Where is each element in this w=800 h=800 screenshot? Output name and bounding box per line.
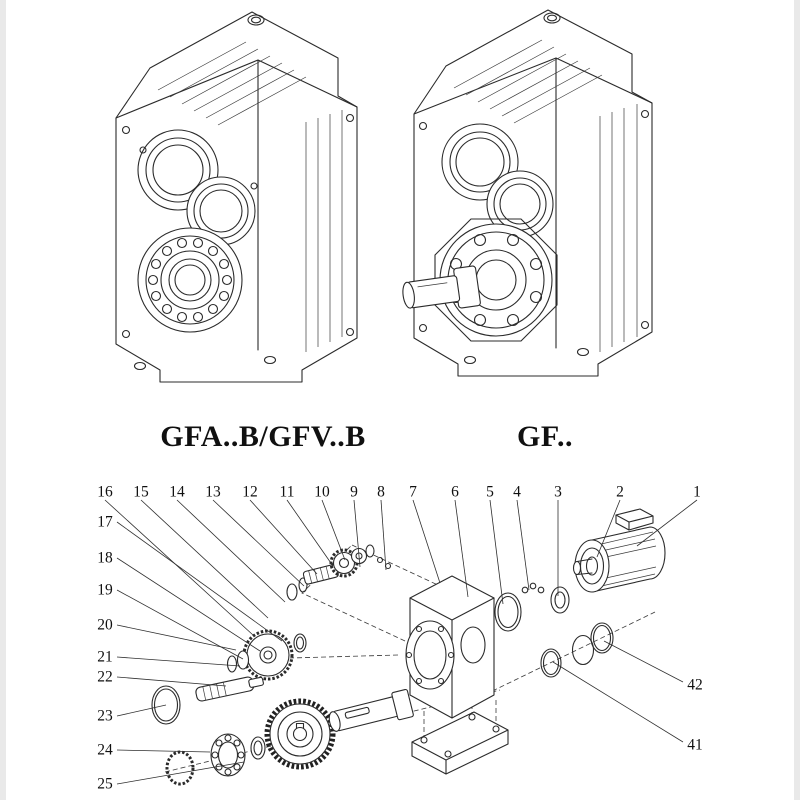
seal-ring-part <box>151 685 181 725</box>
model-label-left: GFA..B/GFV..B <box>160 420 366 453</box>
callout-5: 5 <box>486 483 494 501</box>
gearbox-left-drawing <box>115 11 358 383</box>
model-label-right: GF.. <box>517 420 573 453</box>
callout-41: 41 <box>687 736 703 754</box>
callout-7: 7 <box>409 483 417 501</box>
callout-20: 20 <box>97 616 113 634</box>
callout-8: 8 <box>377 483 385 501</box>
scan-edge-left <box>0 0 6 800</box>
input-bearing-part <box>550 586 570 614</box>
exploded-view-drawing <box>151 508 666 786</box>
callout-17: 17 <box>97 513 113 531</box>
callout-24: 24 <box>97 741 113 759</box>
callout-19: 19 <box>97 581 113 599</box>
input-shaft-parts <box>286 544 392 601</box>
callout-1: 1 <box>693 483 701 501</box>
output-bearing-parts <box>165 733 266 786</box>
callout-16: 16 <box>97 483 113 501</box>
callout-6: 6 <box>451 483 459 501</box>
output-shaft-part <box>328 688 414 732</box>
callout-9: 9 <box>350 483 358 501</box>
callout-21: 21 <box>97 648 113 666</box>
callout-12: 12 <box>242 483 258 501</box>
lifting-eye-hole <box>543 12 561 24</box>
callout-18: 18 <box>97 549 113 567</box>
housing-part <box>405 575 495 719</box>
output-shaft <box>402 265 481 309</box>
spacer-ring-parts <box>540 622 614 678</box>
callout-3: 3 <box>554 483 562 501</box>
scan-edge-right <box>794 0 800 800</box>
callout-4: 4 <box>513 483 521 501</box>
callout-10: 10 <box>314 483 330 501</box>
callout-leader-lines <box>104 499 698 785</box>
gearbox-right-drawing <box>402 9 653 377</box>
callout-11: 11 <box>279 483 295 501</box>
callout-42: 42 <box>687 676 703 694</box>
callout-15: 15 <box>133 483 149 501</box>
callout-13: 13 <box>205 483 221 501</box>
callout-23: 23 <box>97 707 113 725</box>
bolt-parts <box>521 582 545 594</box>
motor-part <box>572 508 666 593</box>
splined-shaft-part <box>195 676 264 702</box>
output-gear-part <box>264 698 336 770</box>
cover-plate-part <box>411 711 509 775</box>
callout-2: 2 <box>616 483 624 501</box>
output-bearing-flange <box>137 227 243 333</box>
intermediate-gear-parts <box>226 629 307 681</box>
gasket-part <box>494 592 522 632</box>
lifting-eye-hole <box>247 14 265 26</box>
callout-22: 22 <box>97 668 113 686</box>
callout-25: 25 <box>97 775 113 793</box>
callout-14: 14 <box>169 483 185 501</box>
